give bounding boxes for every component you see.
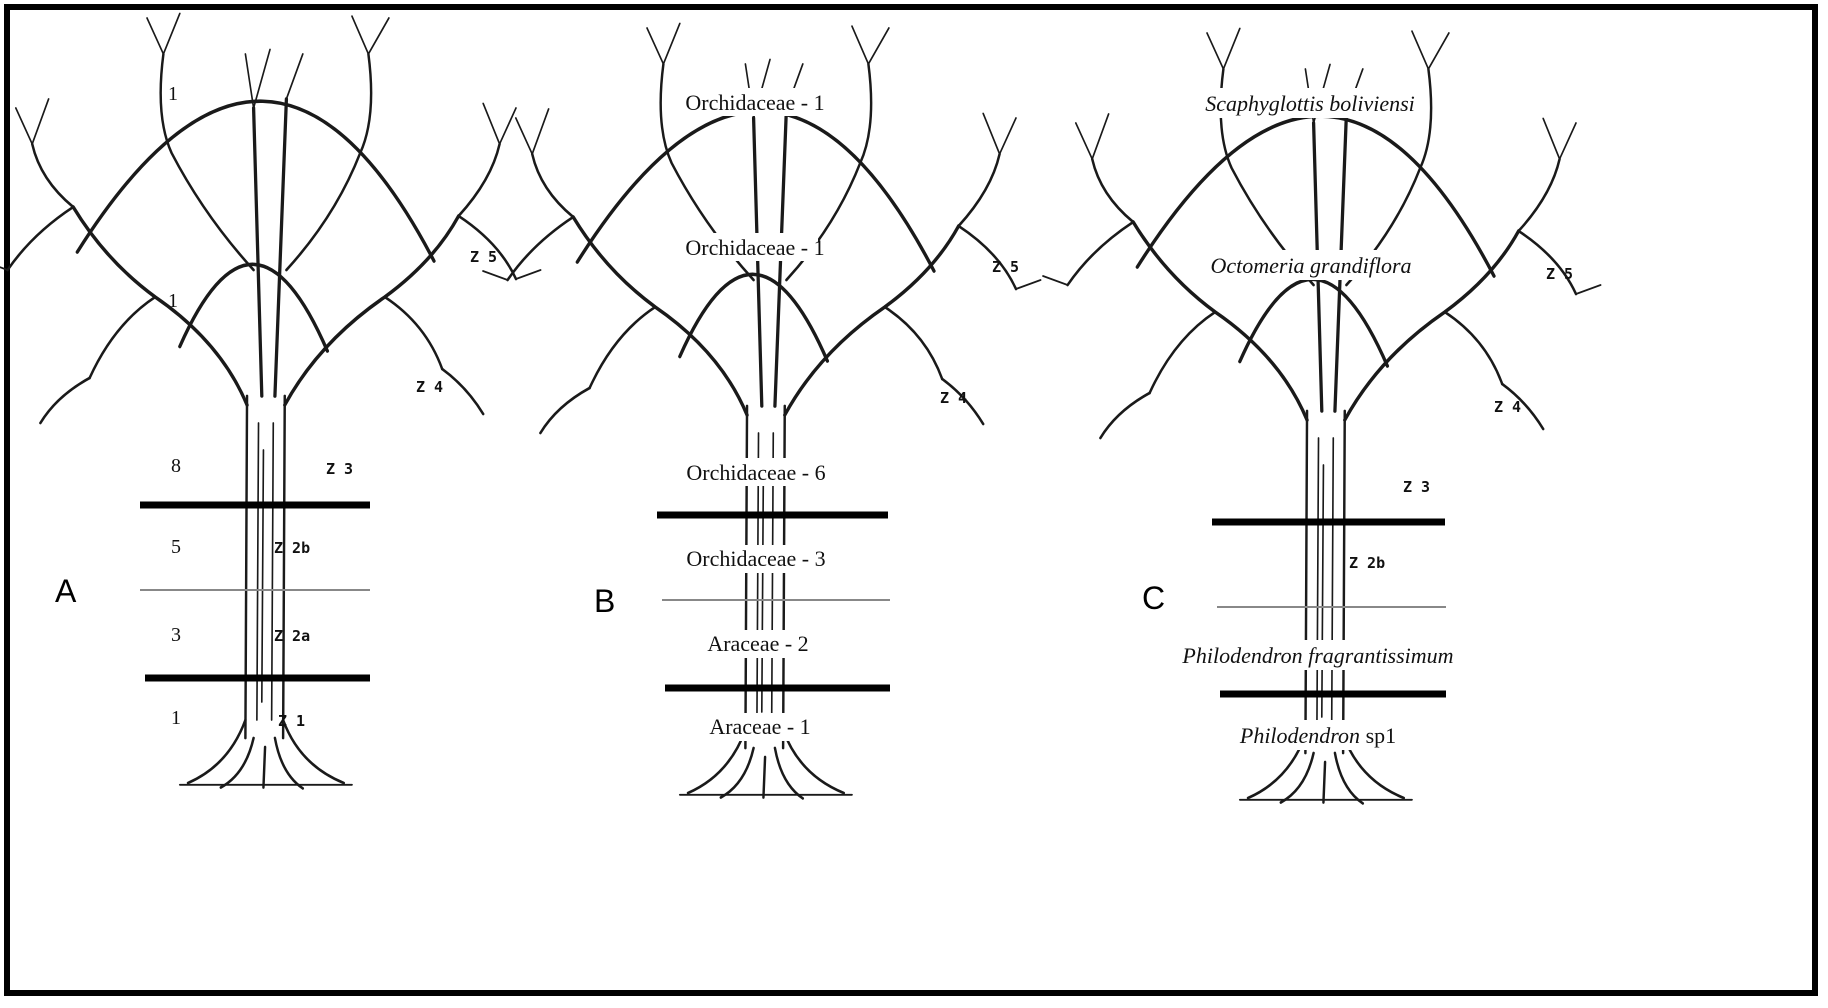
- panel-letter: B: [594, 583, 615, 619]
- count-z1: 1: [171, 707, 181, 729]
- count-z5-inner: 1: [168, 290, 178, 312]
- zone-z4-label: Z 4: [1494, 398, 1521, 416]
- zone-z2b-label: Z 2b: [1349, 554, 1385, 572]
- species-label-z5-inner: Octomeria grandiflora: [1210, 253, 1411, 278]
- count-z2a: 3: [171, 624, 181, 646]
- family-label-z2a: Araceae - 2: [707, 631, 808, 656]
- zone-z5-label: Z 5: [992, 258, 1019, 276]
- species-label-z1-genus: Philodendron: [1239, 723, 1360, 748]
- zone-z2b-label: Z 2b: [274, 539, 310, 557]
- count-z2b: 5: [171, 536, 181, 558]
- panel-letter: A: [55, 573, 77, 609]
- family-label-z3: Orchidaceae - 6: [686, 460, 825, 485]
- family-label-z5-inner: Orchidaceae - 1: [685, 235, 824, 260]
- family-label-z2b: Orchidaceae - 3: [686, 546, 825, 571]
- zone-z2a-label: Z 2a: [274, 627, 310, 645]
- panel-c: Scaphyglottis boliviensi Octomeria grand…: [1043, 29, 1601, 804]
- panel-letter: C: [1142, 580, 1165, 616]
- zone-z1-label: Z 1: [278, 712, 305, 730]
- zone-z5-label: Z 5: [1546, 265, 1573, 283]
- zone-z5-label: Z 5: [470, 248, 497, 266]
- species-label-z1-epithet: sp1: [1360, 723, 1396, 748]
- count-z5-outer: 1: [168, 83, 178, 105]
- panel-b: Orchidaceae - 1 Orchidaceae - 1 Orchidac…: [483, 24, 1041, 799]
- count-z3: 8: [171, 455, 181, 477]
- species-label-z5-outer: Scaphyglottis boliviensi: [1205, 91, 1415, 116]
- family-label-z1: Araceae - 1: [709, 714, 810, 739]
- family-label-z5-outer: Orchidaceae - 1: [685, 90, 824, 115]
- species-label-z2a: Philodendron fragrantissimum: [1181, 643, 1453, 668]
- zone-z3-label: Z 3: [1403, 478, 1430, 496]
- zone-z4-label: Z 4: [940, 389, 967, 407]
- zone-z3-label: Z 3: [326, 460, 353, 478]
- panel-a: A 1 1 8 5 3 1 Z 5 Z 4 Z 3 Z 2b Z 2a Z 1: [0, 14, 541, 789]
- species-label-z1: Philodendron sp1: [1239, 723, 1396, 748]
- zone-z4-label: Z 4: [416, 378, 443, 396]
